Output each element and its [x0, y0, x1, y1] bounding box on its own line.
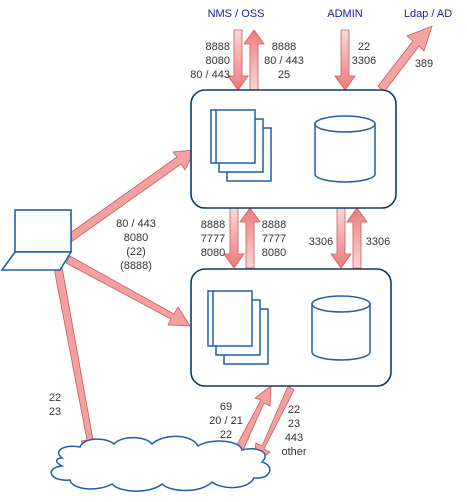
port-label: 22 [358, 41, 370, 53]
arrow-sync-down [223, 207, 245, 269]
port-label: 7777 [201, 233, 225, 245]
port-label: 7777 [262, 233, 286, 245]
ports-sync-up: 8888 7777 8080 [262, 219, 286, 259]
ports-cloud-in: 69 20 / 21 22 [209, 401, 243, 441]
cloud-icon [50, 435, 271, 492]
port-label: 8080 [201, 247, 225, 259]
arrow-admin-in [334, 29, 356, 91]
port-label: 22 [220, 429, 232, 441]
arrow-ldap-out [377, 25, 433, 93]
ports-laptop-cloud: 22 23 [49, 392, 61, 418]
database-icon [314, 115, 376, 183]
arrow-laptop-cloud [53, 266, 101, 459]
port-label: other [281, 446, 306, 458]
server-bottom [190, 268, 392, 387]
documents-icon [207, 290, 269, 365]
ports-admin: 22 3306 [352, 41, 376, 67]
laptop-icon [0, 209, 73, 271]
port-label: 23 [49, 406, 61, 418]
port-label: 8888 [272, 41, 296, 53]
ports-nms-in: 8888 8080 80 / 443 [190, 41, 230, 81]
ports-nms-out: 8888 80 / 443 25 [264, 41, 304, 81]
port-label: 25 [278, 69, 290, 81]
database-icon [311, 295, 371, 361]
nms-oss-label: NMS / OSS [208, 8, 265, 20]
arrow-nms-out [243, 29, 265, 91]
port-label: (22) [126, 246, 146, 258]
ports-cloud-out: 22 23 443 other [281, 404, 306, 458]
port-label: 80 / 443 [116, 218, 156, 230]
port-label: 8080 [206, 55, 230, 67]
port-label: 443 [285, 432, 303, 444]
port-label: 3306 [352, 55, 376, 67]
ports-laptop: 80 / 443 8080 (22) (8888) [116, 218, 156, 272]
port-label: 8080 [124, 232, 148, 244]
arrow-cloud-in [232, 385, 272, 458]
port-ldap: 389 [415, 58, 433, 70]
port-label: 20 / 21 [209, 415, 243, 427]
arrow-laptop-top [65, 149, 196, 243]
port-label: 22 [288, 404, 300, 416]
port-label: 80 / 443 [190, 69, 230, 81]
port-label: 8080 [262, 247, 286, 259]
port-label: 69 [220, 401, 232, 413]
arrow-db-down [330, 207, 352, 269]
arrow-sync-up [239, 207, 261, 269]
server-top [190, 89, 397, 209]
port-label: 8888 [262, 219, 286, 231]
port-db-down: 3306 [309, 236, 333, 248]
documents-icon [210, 109, 272, 182]
port-label: 23 [288, 418, 300, 430]
port-label: 8888 [206, 41, 230, 53]
port-label: 22 [49, 392, 61, 404]
port-label: 8888 [201, 219, 225, 231]
port-label: 80 / 443 [264, 55, 304, 67]
arrow-db-up [346, 207, 368, 269]
ldap-ad-label: Ldap / AD [404, 8, 452, 20]
arrow-laptop-bottom [65, 255, 191, 327]
ports-sync-down: 8888 7777 8080 [201, 219, 225, 259]
arrow-nms-in [227, 29, 249, 91]
port-label: (8888) [120, 260, 152, 272]
admin-label: ADMIN [327, 8, 363, 20]
port-db-up: 3306 [366, 236, 390, 248]
